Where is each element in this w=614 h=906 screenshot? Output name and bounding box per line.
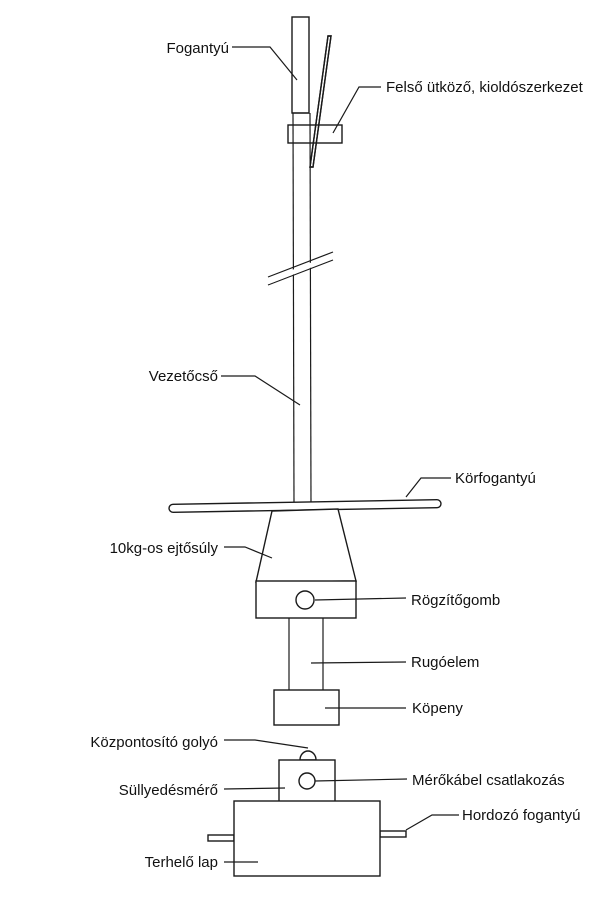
spring-element-shape <box>288 618 324 690</box>
guide-tube <box>292 112 312 506</box>
cable-connector-circle <box>298 772 316 790</box>
carrying-handle-right <box>379 830 407 838</box>
label-carrying-handle: Hordozó fogantyú <box>462 807 580 824</box>
centering-ball-shape <box>299 750 317 761</box>
label-drop-weight: 10kg-os ejtősúly <box>110 540 219 557</box>
break-marks <box>267 251 334 286</box>
label-locking-knob: Rögzítőgomb <box>411 592 500 609</box>
label-cable-connector: Mérőkábel csatlakozás <box>412 772 565 789</box>
handle-shape <box>291 16 310 114</box>
label-centering-ball: Központosító golyó <box>90 734 218 751</box>
label-handle: Fogantyú <box>166 40 229 57</box>
carrying-handle-left <box>207 834 235 842</box>
load-plate-shape <box>233 800 381 877</box>
drop-weight-shape <box>255 508 357 583</box>
label-jacket: Köpeny <box>412 700 463 717</box>
leader-lines <box>221 46 459 863</box>
label-spring-element: Rugóelem <box>411 654 479 671</box>
label-guide-tube: Vezetőcső <box>149 368 218 385</box>
label-upper-stop: Felső ütköző, kioldószerkezet <box>386 79 584 96</box>
label-settlement-meter: Süllyedésmérő <box>119 782 218 799</box>
label-load-plate: Terhelő lap <box>145 854 218 871</box>
upper-stop-collar <box>287 124 343 144</box>
locking-knob-circle <box>295 590 315 610</box>
label-ring-handle: Körfogantyú <box>455 470 536 487</box>
